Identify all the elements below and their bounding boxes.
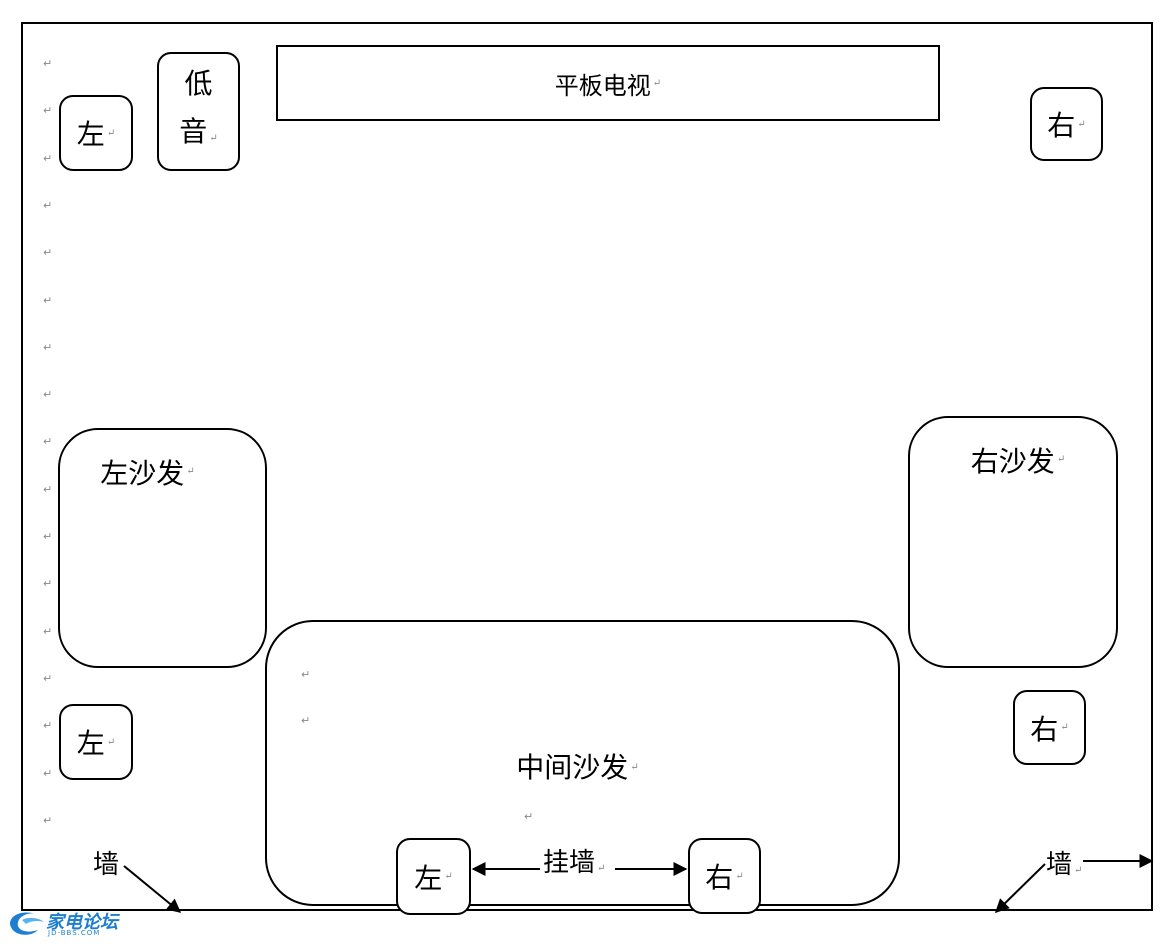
paragraph-mark: ↵	[106, 736, 116, 748]
wall-right-arrow-down	[994, 863, 1046, 913]
room-outline	[21, 22, 1153, 911]
paragraph-mark: ↵	[1056, 454, 1066, 465]
paragraph-mark: ↵	[524, 810, 534, 823]
back-right-speaker: 右↵	[688, 838, 761, 914]
subwoofer-label-bottom: 音	[179, 115, 208, 148]
paragraph-mark: ↵	[301, 714, 311, 727]
paragraph-mark: ↵	[301, 668, 311, 681]
paragraph-mark: ↵	[652, 77, 662, 89]
subwoofer-label-top: 低	[184, 67, 213, 100]
wall-mount-text: 挂墙	[543, 848, 596, 878]
paragraph-mark: ↵	[1077, 118, 1086, 130]
paragraph-mark: ↵	[1074, 865, 1083, 876]
paragraph-mark: ↵	[43, 340, 53, 354]
rear-left-speaker: 左↵	[59, 704, 133, 780]
back-right-speaker-label: 右	[705, 861, 734, 894]
back-left-speaker-label: 左	[414, 861, 443, 895]
center-sofa: 中间沙发↵	[265, 620, 900, 906]
subwoofer: 低 音↵	[157, 52, 240, 171]
paragraph-mark: ↵	[43, 57, 53, 70]
logo-domain: JD-BBS.COM	[48, 929, 101, 937]
center-sofa-label: 中间沙发	[516, 751, 629, 784]
back-left-speaker: 左↵	[396, 838, 471, 915]
paragraph-mark: ↵	[43, 577, 53, 591]
left-sofa-label: 左沙发	[100, 457, 185, 490]
paragraph-mark: ↵	[43, 813, 53, 827]
paragraph-mark: ↵	[735, 870, 744, 882]
paragraph-mark: ↵	[43, 719, 53, 733]
paragraph-mark: ↵	[209, 133, 218, 144]
flat-tv-label: 平板电视	[554, 71, 651, 100]
wall-right-text: 墙	[1046, 850, 1073, 880]
paragraph-mark: ↵	[43, 766, 53, 780]
paragraph-mark: ↵	[106, 127, 116, 139]
front-right-speaker: 右↵	[1030, 87, 1103, 161]
subwoofer-label-bottom-row: 音↵	[179, 108, 217, 163]
paragraph-mark: ↵	[43, 246, 53, 260]
rear-right-speaker: 右↵	[1013, 690, 1086, 765]
paragraph-mark: ↵	[444, 871, 453, 882]
wall-right-label: 墙↵	[1046, 844, 1082, 881]
paragraph-mark: ↵	[43, 198, 53, 212]
rear-left-speaker-label: 左	[76, 727, 105, 760]
wall-left-text: 墙	[93, 850, 120, 880]
left-sofa: 左沙发↵	[58, 428, 267, 668]
paragraph-mark: ↵	[630, 762, 639, 773]
wall-left-arrow	[123, 865, 182, 913]
wall-left-label: 墙	[93, 844, 119, 881]
logo-name: 家电论坛	[46, 912, 118, 933]
paragraph-mark: ↵	[43, 530, 53, 543]
front-left-speaker-label: 左	[76, 118, 105, 151]
paragraph-mark: ↵	[43, 388, 53, 402]
front-left-speaker: 左↵	[59, 95, 133, 171]
front-right-speaker-label: 右	[1047, 109, 1076, 142]
jd-bbs-logo-icon	[10, 912, 44, 935]
paragraph-mark: ↵	[43, 482, 53, 496]
right-sofa-label: 右沙发	[970, 445, 1055, 478]
paragraph-mark: ↵	[186, 466, 195, 477]
paragraph-mark: ↵	[597, 863, 606, 874]
paragraph-mark: ↵	[43, 151, 53, 165]
paragraph-mark: ↵	[43, 293, 53, 307]
paragraph-mark: ↵	[43, 104, 53, 118]
paragraph-mark: ↵	[1060, 722, 1069, 733]
right-sofa: 右沙发↵	[908, 416, 1118, 668]
paragraph-mark: ↵	[43, 624, 53, 638]
rear-right-speaker-label: 右	[1030, 712, 1059, 746]
paragraph-mark: ↵	[43, 435, 53, 449]
flat-tv: 平板电视↵	[276, 45, 940, 121]
wall-mount-label: 挂墙↵	[543, 842, 605, 879]
paragraph-mark: ↵	[43, 671, 53, 685]
